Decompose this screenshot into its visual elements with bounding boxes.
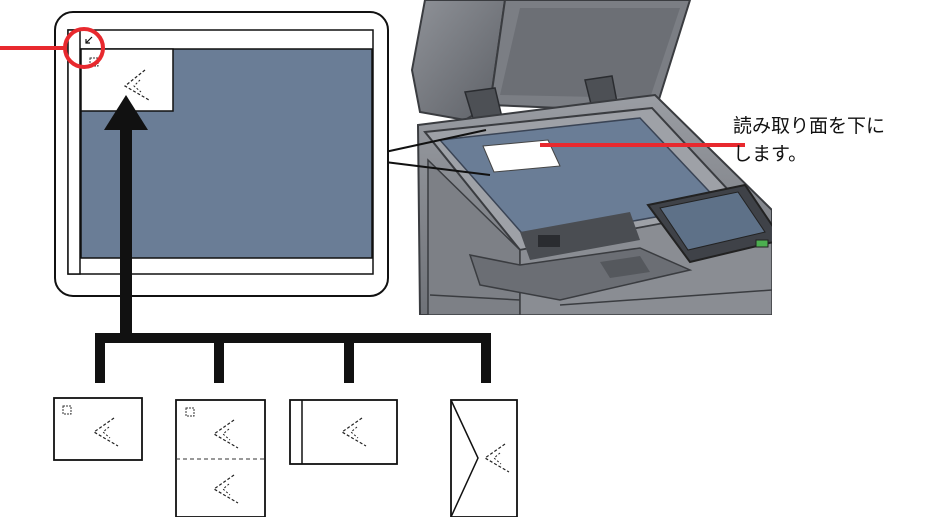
- caption-line-2: します。: [733, 140, 945, 168]
- start-button: [756, 240, 768, 247]
- face-down-caption: 読み取り面を下に します。: [733, 112, 945, 168]
- branch-1: [95, 333, 105, 383]
- branch-bar: [95, 333, 491, 343]
- scanner-illustration: [412, 0, 782, 315]
- original-folded-sheet: [176, 400, 265, 517]
- zoom-detail-box: [55, 12, 388, 296]
- branch-2: [214, 333, 224, 383]
- original-envelope-portrait: [451, 400, 517, 517]
- branch-3: [344, 333, 354, 383]
- original-landscape-card: [54, 398, 142, 460]
- caption-line-1: 読み取り面を下に: [733, 112, 945, 140]
- branch-4: [481, 333, 491, 383]
- original-envelope-landscape: [290, 400, 397, 464]
